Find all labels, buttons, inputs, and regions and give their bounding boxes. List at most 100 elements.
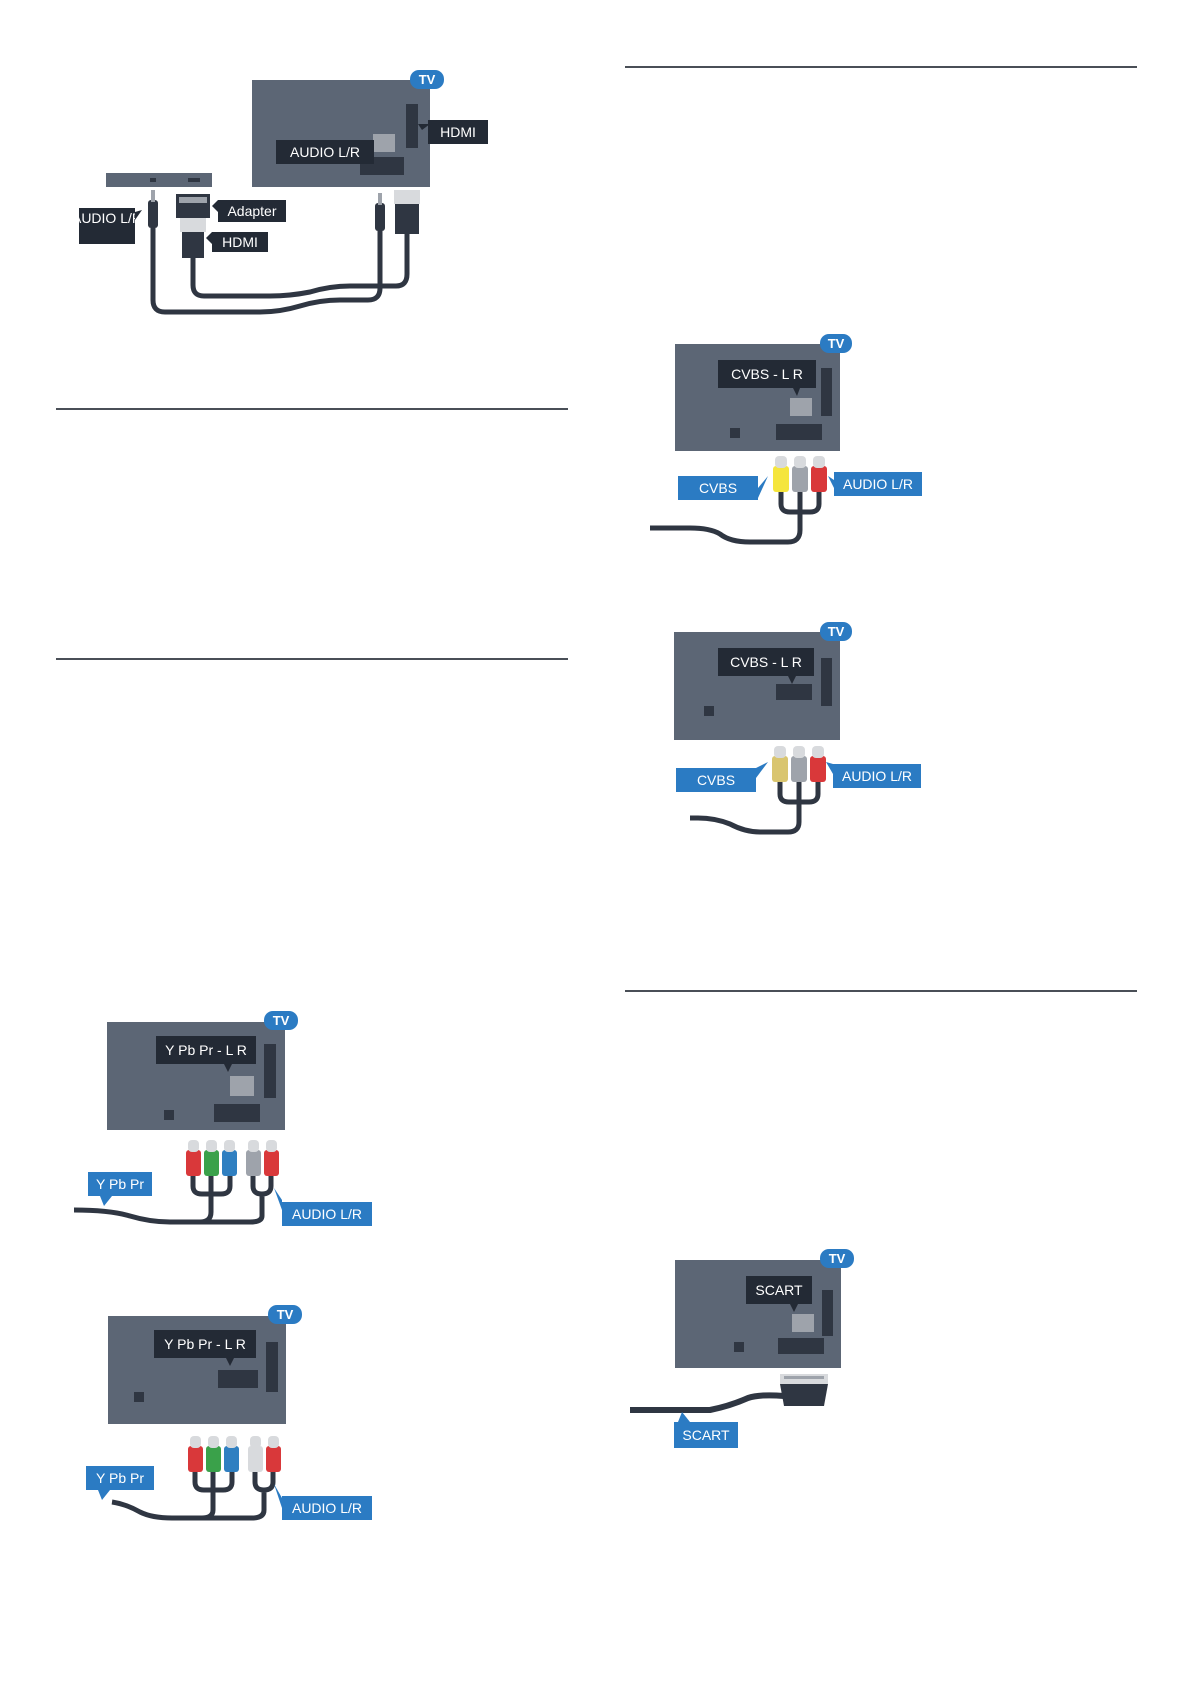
grey-plug bbox=[246, 1150, 261, 1176]
port-label-box bbox=[154, 1330, 256, 1358]
cvbs-label: CVBS bbox=[697, 772, 735, 788]
ypbpr-diagram-2: TV Y Pb Pr - L R Y Pb Pr AUDIO L/R bbox=[86, 1305, 372, 1521]
hdmi-plug bbox=[180, 218, 206, 232]
audio-label: AUDIO L/R bbox=[842, 768, 912, 784]
tv-port bbox=[264, 1044, 276, 1098]
tv-badge-text: TV bbox=[829, 1251, 846, 1266]
section-rule bbox=[56, 658, 568, 660]
adapter-pins bbox=[179, 197, 207, 203]
label-pointer bbox=[224, 1064, 232, 1072]
tv-port bbox=[821, 368, 832, 416]
tv-port bbox=[373, 134, 395, 152]
hdmi-plug bbox=[182, 232, 204, 258]
audio-label: AUDIO L/R bbox=[292, 1206, 362, 1222]
label-pointer bbox=[418, 124, 430, 130]
audio-label-box bbox=[282, 1496, 372, 1520]
plug-tip bbox=[224, 1140, 235, 1152]
port-label-box bbox=[718, 648, 814, 676]
tv-port bbox=[792, 1314, 814, 1332]
hdmi-label-box bbox=[428, 120, 488, 144]
label-pointer bbox=[98, 1490, 110, 1500]
tv-port bbox=[406, 104, 418, 148]
label-pointer bbox=[756, 762, 768, 778]
tv-badge bbox=[268, 1305, 302, 1324]
label-pointer bbox=[100, 1196, 112, 1206]
source-device bbox=[106, 173, 212, 187]
label-pointer bbox=[226, 1358, 234, 1366]
tv-hdmi-plug bbox=[394, 190, 420, 204]
port-label: CVBS - L R bbox=[731, 366, 803, 382]
scart-label-box bbox=[674, 1422, 738, 1448]
red-plug bbox=[186, 1150, 201, 1176]
device-audio-label: AUDIO L/R bbox=[72, 210, 142, 226]
tv-port bbox=[266, 1342, 278, 1392]
label-pointer bbox=[758, 476, 768, 498]
plug-tip bbox=[266, 1140, 277, 1152]
label-pointer bbox=[274, 1188, 282, 1210]
plug-tip bbox=[208, 1436, 219, 1448]
tv-port bbox=[776, 684, 812, 700]
hdmi-audio-diagram: TV AUDIO L/R HDMI AUDIO L/R Adapter HDMI bbox=[72, 70, 488, 315]
device-port bbox=[150, 178, 156, 182]
plug-tip bbox=[775, 456, 787, 468]
audio-label-box bbox=[282, 1202, 372, 1226]
cvbs-diagram-2: TV CVBS - L R CVBS AUDIO L/R bbox=[674, 622, 921, 835]
cvbs-diagram-1: TV CVBS - L R CVBS AUDIO L/R bbox=[650, 334, 922, 545]
cable-label: SCART bbox=[682, 1427, 730, 1443]
audio-cable bbox=[150, 228, 383, 315]
component-cable bbox=[111, 1472, 235, 1521]
hdmi-port-label: HDMI bbox=[440, 124, 476, 140]
blue-plug bbox=[224, 1446, 239, 1472]
plug-tip bbox=[248, 1140, 259, 1152]
tv-badge-text: TV bbox=[277, 1307, 294, 1322]
tv-badge bbox=[820, 334, 852, 353]
tv-port bbox=[822, 1290, 833, 1336]
audio-label-box bbox=[834, 472, 922, 496]
port-label-box bbox=[746, 1276, 812, 1304]
hdmi-cable bbox=[190, 234, 410, 299]
plug-tip bbox=[188, 1140, 199, 1152]
tv-badge bbox=[820, 1249, 854, 1268]
label-pointer bbox=[790, 1304, 798, 1312]
yellow-plug bbox=[773, 466, 789, 492]
adapter-label: Adapter bbox=[227, 203, 276, 219]
plug-tip bbox=[812, 746, 824, 758]
tv-badge-text: TV bbox=[828, 624, 845, 639]
port-label-box bbox=[718, 360, 816, 388]
label-pointer bbox=[135, 210, 142, 220]
scart-plug-pins bbox=[784, 1376, 824, 1379]
audio-plug bbox=[148, 200, 158, 228]
tv-badge bbox=[264, 1011, 298, 1030]
port-label: SCART bbox=[755, 1282, 803, 1298]
blue-plug bbox=[222, 1150, 237, 1176]
port-label-box bbox=[156, 1036, 256, 1064]
section-rule bbox=[625, 66, 1137, 68]
label-pointer bbox=[212, 200, 218, 212]
red-plug bbox=[188, 1446, 203, 1472]
device-hdmi-label-box bbox=[212, 232, 268, 252]
device-audio-label-box bbox=[79, 208, 135, 244]
red-plug bbox=[266, 1446, 281, 1472]
green-plug bbox=[204, 1150, 219, 1176]
label-pointer bbox=[206, 232, 212, 244]
port-label: AUDIO L/R bbox=[290, 144, 360, 160]
plug-tip bbox=[226, 1436, 237, 1448]
plug-tip bbox=[813, 456, 825, 468]
plug-tip bbox=[774, 746, 786, 758]
audio-label: AUDIO L/R bbox=[292, 1500, 362, 1516]
audio-cable bbox=[182, 1472, 276, 1521]
tv-hdmi-plug bbox=[395, 204, 419, 234]
label-pointer bbox=[678, 1412, 690, 1422]
label-pointer bbox=[788, 676, 796, 684]
yellow-plug bbox=[772, 756, 788, 782]
av-cable bbox=[690, 782, 821, 835]
tv-badge-text: TV bbox=[419, 72, 436, 87]
tv-badge bbox=[410, 70, 444, 89]
audio-plug-tip bbox=[151, 190, 155, 202]
ypbpr-label: Y Pb Pr bbox=[96, 1176, 144, 1192]
tv-badge-text: TV bbox=[828, 336, 845, 351]
grey-plug bbox=[792, 466, 808, 492]
component-cable bbox=[73, 1176, 233, 1225]
scart-diagram: TV SCART SCART bbox=[630, 1249, 854, 1448]
section-rule bbox=[56, 408, 568, 410]
